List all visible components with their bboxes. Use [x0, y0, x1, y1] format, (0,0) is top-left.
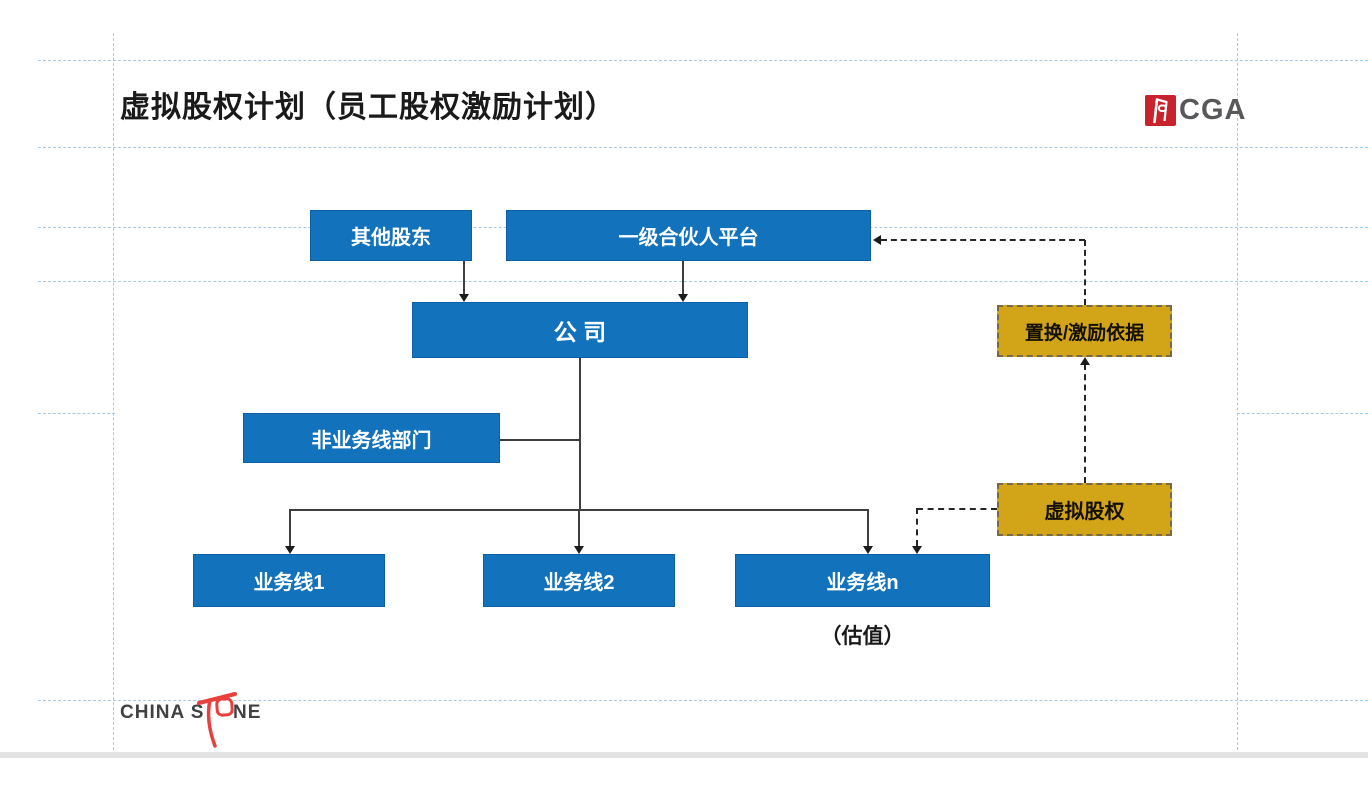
guide-line-vertical [1237, 33, 1238, 750]
guide-line-horizontal [38, 700, 1368, 701]
node-exchange-incentive-basis: 置换/激励依据 [997, 305, 1172, 357]
connector-nonbusiness-trunk [500, 439, 580, 441]
node-label: 其他股东 [351, 227, 431, 249]
node-business-line-2: 业务线2 [483, 554, 675, 607]
guide-line-horizontal [38, 60, 1368, 61]
connector-to-line1 [289, 509, 291, 547]
dashed-connector-virtualequity-linen-v [916, 508, 918, 546]
cga-red-door-icon [1145, 95, 1176, 126]
node-business-line-n: 业务线n [735, 554, 990, 607]
guide-line-horizontal [38, 147, 1368, 148]
dashed-connector-basis-platform-v [1084, 240, 1086, 305]
dashed-connector-virtualequity-basis [1084, 364, 1086, 483]
connector-platform-company [682, 261, 684, 297]
slide-bottom-edge [0, 752, 1368, 758]
node-label: 业务线2 [543, 572, 615, 594]
china-stone-logo-text-right: NE [233, 702, 262, 723]
connector-to-line2 [578, 509, 580, 547]
node-other-shareholders: 其他股东 [310, 210, 472, 261]
node-label: 业务线n [826, 572, 899, 594]
node-company: 公 司 [412, 302, 748, 358]
arrowhead-down-icon [574, 546, 584, 554]
slide-title: 虚拟股权计划（员工股权激励计划） [120, 91, 616, 124]
arrowhead-down-icon [678, 294, 688, 302]
node-non-business-dept: 非业务线部门 [243, 413, 500, 463]
guide-line-horizontal [1237, 413, 1368, 414]
cga-logo: CGA [1145, 94, 1246, 127]
arrowhead-down-icon [912, 546, 922, 554]
node-partner-platform: 一级合伙人平台 [506, 210, 871, 261]
arrowhead-down-icon [459, 294, 469, 302]
dashed-connector-basis-platform-h [881, 239, 1085, 241]
arrowhead-up-icon [1080, 357, 1090, 365]
node-label: 公 司 [553, 319, 607, 345]
node-label: 业务线1 [253, 572, 325, 594]
guide-line-horizontal [38, 413, 115, 414]
connector-to-linen [867, 509, 869, 547]
china-stone-logo-text-left: CHINA S [120, 702, 205, 723]
connector-shareholders-company [463, 261, 465, 297]
node-label: 虚拟股权 [1044, 501, 1125, 523]
node-virtual-equity: 虚拟股权 [997, 483, 1172, 536]
node-label: 一级合伙人平台 [618, 227, 759, 249]
guide-line-vertical [113, 33, 114, 750]
node-label: 置换/激励依据 [1024, 322, 1145, 344]
valuation-note: （估值） [820, 625, 905, 648]
node-business-line-1: 业务线1 [193, 554, 385, 607]
arrowhead-left-icon [873, 235, 881, 245]
node-label: 非业务线部门 [311, 429, 432, 452]
guide-line-horizontal [38, 281, 1368, 282]
cga-logo-text: CGA [1179, 94, 1247, 126]
arrowhead-down-icon [863, 546, 873, 554]
arrowhead-down-icon [285, 546, 295, 554]
stone-calligraphy-icon [197, 692, 237, 748]
connector-company-trunk [579, 358, 581, 510]
dashed-connector-virtualequity-linen-h [917, 508, 997, 510]
